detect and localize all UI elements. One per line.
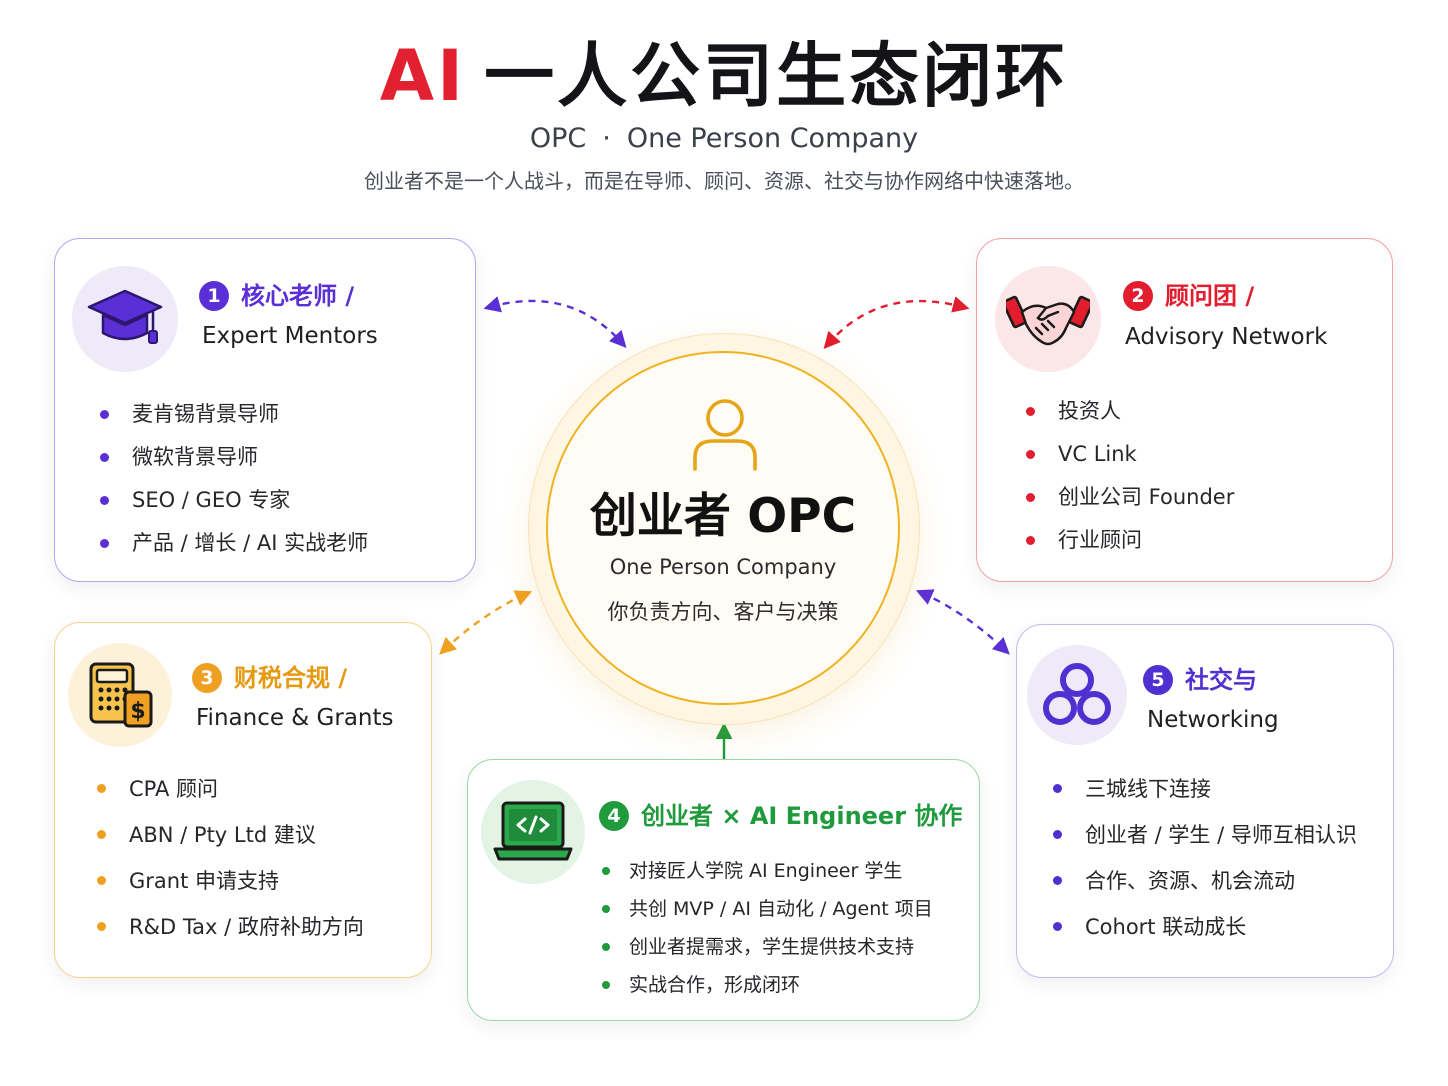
bullet-icon	[1026, 450, 1035, 459]
page-tagline: 创业者不是一个人战斗，而是在导师、顾问、资源、社交与协作网络中快速落地。	[364, 169, 1084, 193]
card-3-subtitle: Finance & Grants	[196, 705, 394, 731]
card-4-number: 4	[599, 801, 629, 831]
card-5-subtitle: Networking	[1147, 707, 1279, 733]
arrow-mentors-center	[483, 296, 627, 349]
bullet-icon	[602, 943, 610, 951]
list-item: Grant 申请支持	[97, 858, 364, 904]
person-icon	[693, 399, 757, 471]
card-2-title-text: 顾问团 /	[1165, 282, 1255, 310]
list-item: 创业者 / 学生 / 导师互相认识	[1053, 812, 1357, 858]
card-expert-mentors: 1 核心老师 / Expert Mentors 麦肯锡背景导师 微软背景导师 SE…	[54, 238, 476, 582]
arrow-networking-center	[915, 589, 1010, 655]
bullet-icon	[1053, 876, 1062, 885]
list-item: 对接匠人学院 AI Engineer 学生	[602, 852, 933, 890]
bullet-icon	[100, 496, 109, 505]
bullet-icon	[1053, 922, 1062, 931]
handshake-icon	[995, 266, 1101, 372]
card-1-title-text: 核心老师 /	[241, 282, 355, 310]
list-item: R&D Tax / 政府补助方向	[97, 904, 364, 950]
card-5-list: 三城线下连接 创业者 / 学生 / 导师互相认识 合作、资源、机会流动 Coho…	[1053, 766, 1357, 950]
list-item: 行业顾问	[1026, 519, 1234, 562]
arrow-finance-center	[439, 590, 533, 655]
bullet-icon	[1026, 493, 1035, 502]
bullet-icon	[1026, 407, 1035, 416]
card-3-title-text: 财税合规 /	[234, 664, 348, 692]
list-item: 投资人	[1026, 390, 1234, 433]
card-2-subtitle: Advisory Network	[1125, 324, 1328, 350]
center-title: 创业者 OPC	[589, 489, 857, 544]
subtitle-opc: OPC	[529, 123, 587, 154]
list-item: 实战合作，形成闭环	[602, 966, 933, 1004]
card-advisory-network: 2 顾问团 / Advisory Network 投资人 VC Link 创业公司…	[976, 238, 1393, 582]
center-subtitle: One Person Company	[609, 555, 837, 579]
card-5-title: 5 社交与	[1143, 663, 1257, 697]
card-2-list: 投资人 VC Link 创业公司 Founder 行业顾问	[1026, 390, 1234, 562]
list-item: 创业公司 Founder	[1026, 476, 1234, 519]
card-networking: 5 社交与 Networking 三城线下连接 创业者 / 学生 / 导师互相认识…	[1016, 624, 1394, 978]
card-2-title: 2 顾问团 /	[1123, 279, 1254, 313]
bullet-icon	[97, 876, 106, 885]
card-finance-grants: $ 3 财税合规 / Finance & Grants CPA 顾问 ABN / …	[54, 622, 432, 978]
list-item: ABN / Pty Ltd 建议	[97, 812, 364, 858]
subtitle-dot: ·	[602, 123, 611, 154]
center-tagline: 你负责方向、客户与决策	[607, 600, 839, 624]
network-circles-icon	[1027, 645, 1127, 745]
list-item: VC Link	[1026, 433, 1234, 476]
bullet-icon	[1026, 536, 1035, 545]
card-5-number: 5	[1143, 665, 1173, 695]
card-2-number: 2	[1123, 281, 1153, 311]
list-item: 创业者提需求，学生提供技术支持	[602, 928, 933, 966]
page-subtitle: OPC · One Person Company	[0, 120, 1448, 158]
list-item: Cohort 联动成长	[1053, 904, 1357, 950]
arrow-advisory-center	[823, 296, 970, 350]
card-4-list: 对接匠人学院 AI Engineer 学生 共创 MVP / AI 自动化 / …	[602, 852, 933, 1004]
list-item: 产品 / 增长 / AI 实战老师	[100, 522, 368, 565]
list-item: CPA 顾问	[97, 766, 364, 812]
card-4-title: 4 创业者 × AI Engineer 协作	[599, 799, 962, 833]
bullet-icon	[97, 922, 106, 931]
calculator-icon: $	[68, 643, 172, 747]
card-3-number: 3	[192, 663, 222, 693]
bullet-icon	[602, 905, 610, 913]
bullet-icon	[100, 453, 109, 462]
center-hub-ring	[546, 351, 900, 705]
list-item: 麦肯锡背景导师	[100, 393, 368, 436]
subtitle-full: One Person Company	[626, 123, 919, 154]
card-1-title: 1 核心老师 /	[199, 279, 354, 313]
title-ai: AI	[379, 35, 467, 117]
title-main: 一人公司生态闭环	[484, 35, 1069, 117]
list-item: 微软背景导师	[100, 436, 368, 479]
card-4-title-text: 创业者 × AI Engineer 协作	[641, 802, 963, 830]
bullet-icon	[1053, 830, 1062, 839]
card-3-list: CPA 顾问 ABN / Pty Ltd 建议 Grant 申请支持 R&D T…	[97, 766, 364, 950]
bullet-icon	[100, 539, 109, 548]
bullet-icon	[97, 830, 106, 839]
card-ai-engineer: 4 创业者 × AI Engineer 协作 对接匠人学院 AI Engineer…	[467, 759, 980, 1021]
card-1-subtitle: Expert Mentors	[202, 323, 378, 349]
list-item: 合作、资源、机会流动	[1053, 858, 1357, 904]
list-item: SEO / GEO 专家	[100, 479, 368, 522]
bullet-icon	[1053, 784, 1062, 793]
bullet-icon	[602, 981, 610, 989]
bullet-icon	[100, 410, 109, 419]
svg-text:$: $	[130, 699, 145, 724]
graduation-cap-icon	[72, 266, 178, 372]
bullet-icon	[602, 867, 610, 875]
card-5-title-text: 社交与	[1185, 666, 1257, 694]
bullet-icon	[97, 784, 106, 793]
list-item: 三城线下连接	[1053, 766, 1357, 812]
list-item: 共创 MVP / AI 自动化 / Agent 项目	[602, 890, 933, 928]
laptop-code-icon	[481, 780, 585, 884]
card-1-list: 麦肯锡背景导师 微软背景导师 SEO / GEO 专家 产品 / 增长 / AI…	[100, 393, 368, 565]
card-1-number: 1	[199, 281, 229, 311]
card-3-title: 3 财税合规 /	[192, 661, 347, 695]
